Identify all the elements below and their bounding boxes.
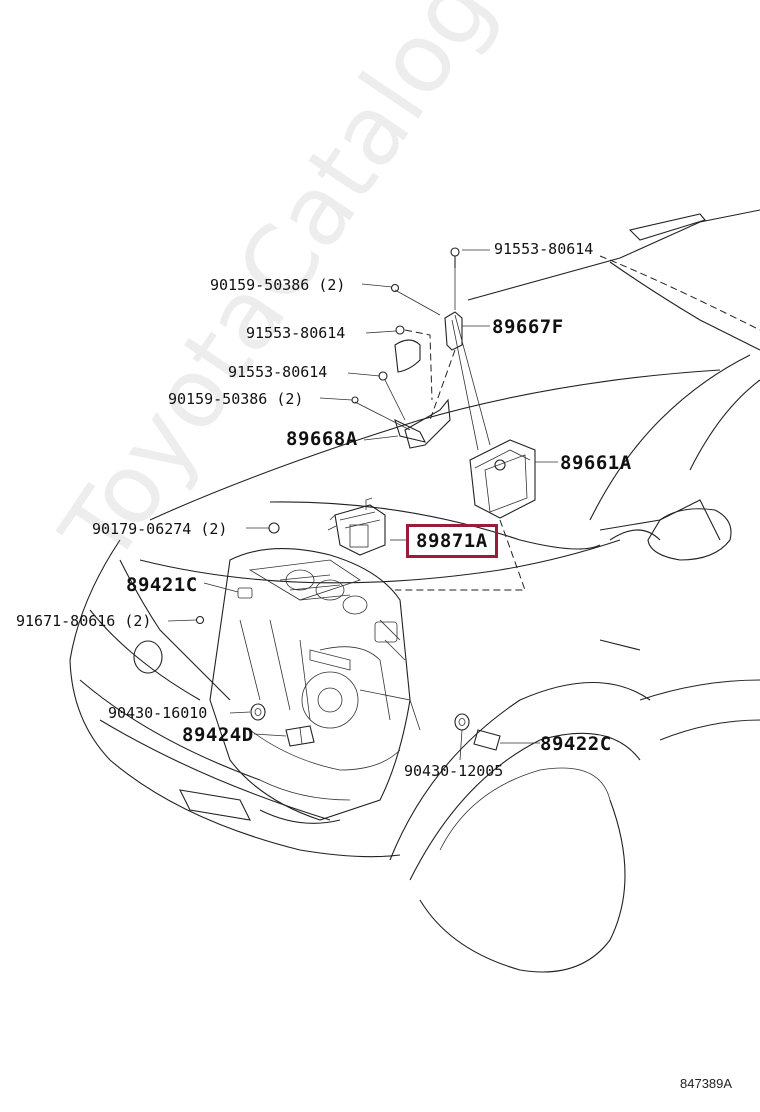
part-callout-91553-80614-mid[interactable]: 91553-80614 xyxy=(246,324,346,342)
sensor-block xyxy=(327,497,386,556)
leader-lines xyxy=(167,249,558,761)
hood-outline xyxy=(139,369,721,584)
part-callout-90430-16010[interactable]: 90430-16010 xyxy=(108,704,208,722)
part-callout-89668A[interactable]: 89668A xyxy=(286,428,358,450)
part-callout-91553-80614-lower[interactable]: 91553-80614 xyxy=(228,363,328,381)
hardware-items xyxy=(195,522,501,751)
part-callout-89667F[interactable]: 89667F xyxy=(492,316,564,338)
fender-and-wheel xyxy=(389,499,760,973)
part-callout-89422C[interactable]: 89422C xyxy=(540,733,612,755)
ecu-assembly xyxy=(444,247,536,519)
part-callout-90159-50386-upper[interactable]: 90159-50386 (2) xyxy=(210,276,346,294)
part-callout-91553-80614-top[interactable]: 91553-80614 xyxy=(494,240,594,258)
part-callout-90430-12005[interactable]: 90430-12005 xyxy=(404,762,504,780)
bracket-assembly xyxy=(351,283,451,449)
part-callout-89871A[interactable]: 89871A xyxy=(416,530,488,552)
part-callout-90179-06274[interactable]: 90179-06274 (2) xyxy=(92,520,228,538)
front-bumper xyxy=(69,539,401,858)
figure-id: 847389A xyxy=(680,1076,733,1091)
part-callout-89424D[interactable]: 89424D xyxy=(182,724,254,746)
engine-block xyxy=(209,548,421,821)
part-callout-89661A[interactable]: 89661A xyxy=(560,452,632,474)
part-callout-90159-50386-lower[interactable]: 90159-50386 (2) xyxy=(168,390,304,408)
part-callout-89421C[interactable]: 89421C xyxy=(126,574,198,596)
part-callout-91671-80616[interactable]: 91671-80616 (2) xyxy=(16,612,152,630)
windshield-outline xyxy=(467,209,760,521)
highlighted-part-box xyxy=(406,524,498,558)
